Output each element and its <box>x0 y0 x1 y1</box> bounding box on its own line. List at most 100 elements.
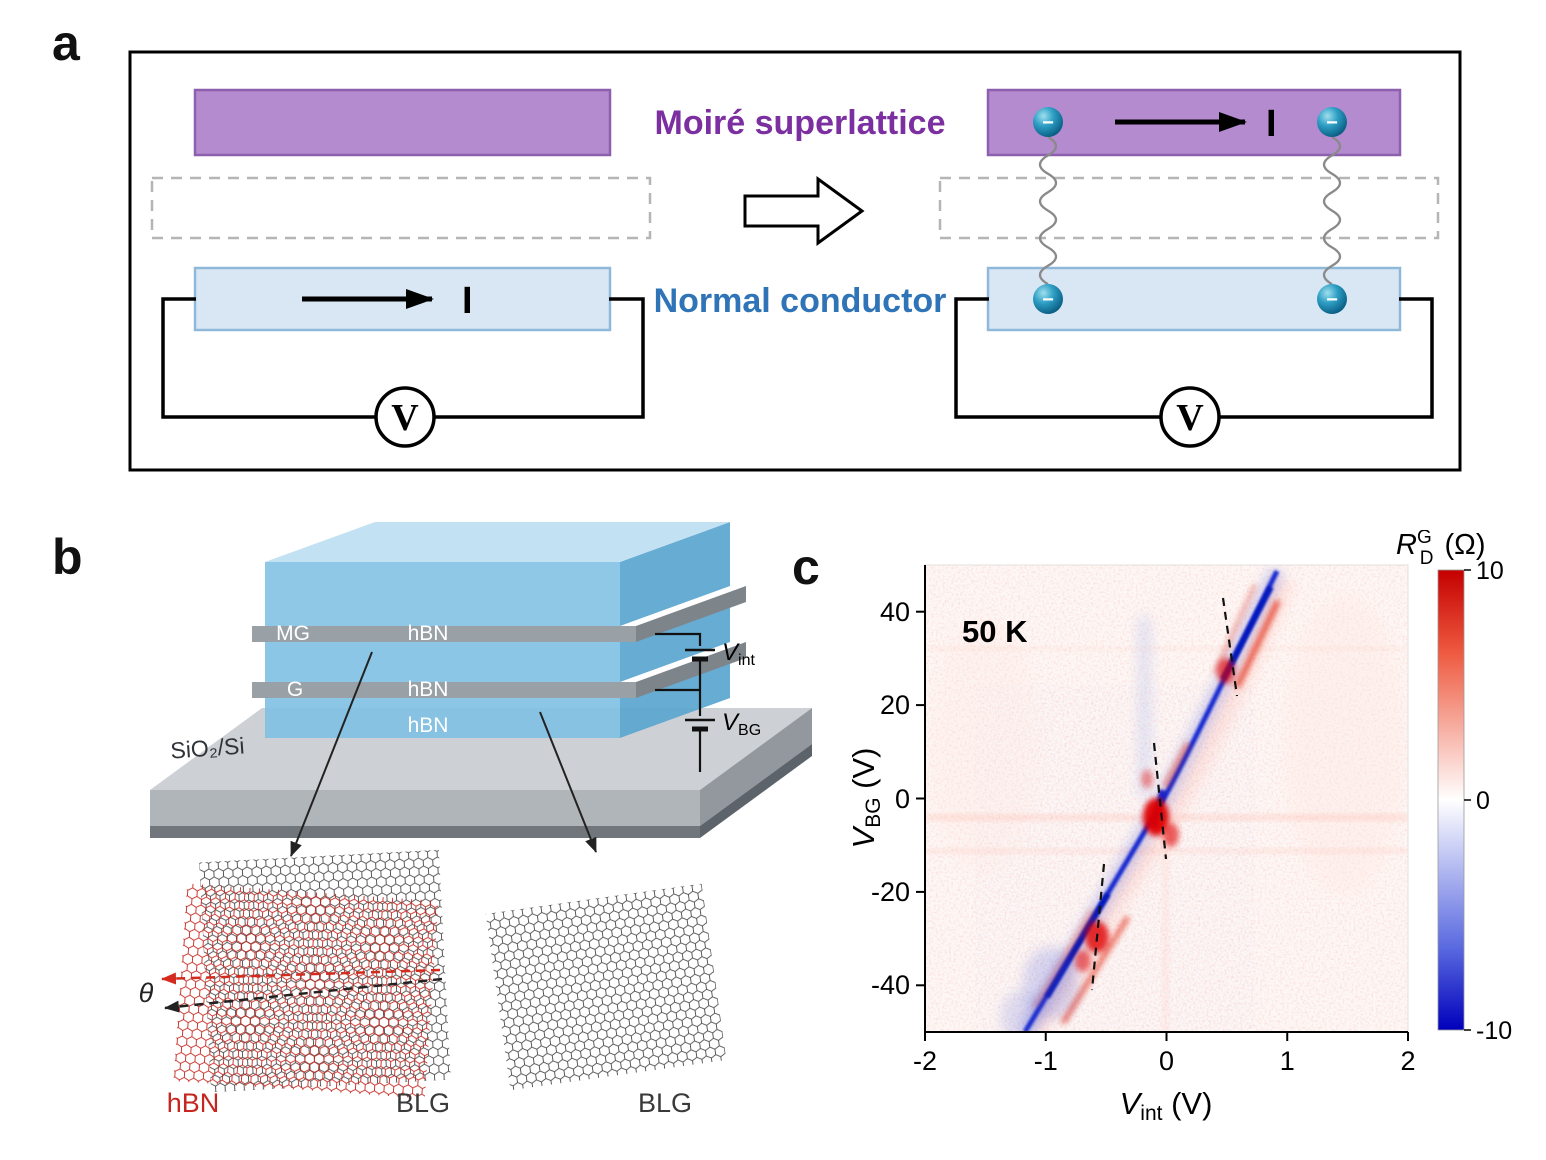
panel-c-label: c <box>792 539 820 595</box>
panel-a-schematic: I V Moiré superlattice Normal conductor … <box>128 50 1462 472</box>
positive-hotspot <box>1163 823 1179 847</box>
colorbar <box>1437 569 1465 1031</box>
colorbar-tick-labels: 10 0 -10 <box>1476 557 1512 1045</box>
y-tick-label: 20 <box>880 690 910 720</box>
vint-label: Vint <box>722 639 755 669</box>
cb-tick-label: 10 <box>1476 557 1504 585</box>
x-tick-label: 2 <box>1400 1046 1415 1076</box>
pointer-arrow-right <box>539 711 597 853</box>
y-tick-label: 0 <box>895 784 910 814</box>
hbn-slab-bottom <box>265 698 620 738</box>
panel-a-label: a <box>52 15 80 71</box>
substrate-label: SiO₂/Si <box>170 732 246 763</box>
lattice-blg-right <box>485 883 727 1091</box>
voltmeter-left <box>374 386 436 448</box>
panel-a-frame <box>128 50 1462 472</box>
electron-icon <box>1033 284 1063 314</box>
graphene-sheet-g <box>252 682 636 698</box>
y-tick-label: -20 <box>871 877 910 907</box>
cb-tick-label: 0 <box>1476 787 1490 815</box>
twist-axis-blg-arrow <box>164 977 443 1013</box>
positive-flank <box>1060 915 1131 1025</box>
electron-icon <box>1317 284 1347 314</box>
circuit-wire-left-b <box>434 297 645 419</box>
current-label-right: I <box>1266 103 1277 145</box>
electron-icon <box>1317 107 1347 137</box>
pointer-arrow-left <box>290 651 373 857</box>
dashed-guide-line <box>1152 742 1168 860</box>
voltmeter-right-label: V <box>1176 397 1204 439</box>
heatmap-features <box>925 567 1408 1032</box>
electron-icon <box>1033 107 1063 137</box>
hbn-slab-top <box>265 562 620 626</box>
layer-label-g: G <box>287 678 303 701</box>
electrons: − − − − <box>1033 107 1347 314</box>
transition-block-arrow <box>743 176 865 246</box>
voltmeter-left-label: V <box>391 397 419 439</box>
lattice-label-blg-right: BLG <box>638 1088 692 1118</box>
layer-label-hbn-mid: hBN <box>408 678 449 701</box>
panel-c-heatmap: 50 K 40 20 0 -20 -40 -2 -1 0 1 2 Vi <box>850 530 1512 1125</box>
svg-text:−: − <box>1042 289 1054 311</box>
positive-flank <box>1162 741 1191 789</box>
x-tick-label: 1 <box>1280 1046 1295 1076</box>
cb-tick-label: -10 <box>1476 1017 1512 1045</box>
circuit-wire-left-a <box>161 297 376 419</box>
positive-hotspot <box>1217 658 1235 684</box>
y-tick-labels: 40 20 0 -20 -40 <box>871 597 910 1000</box>
positive-flank <box>1234 599 1281 689</box>
positive-hotspot-origin <box>1143 798 1169 836</box>
svg-text:−: − <box>1326 112 1338 134</box>
vertical-streak <box>1163 810 1168 1032</box>
voltmeter-right <box>1159 386 1221 448</box>
pale-blue-vertical-streak <box>1138 617 1151 797</box>
y-tick-label: -40 <box>871 970 910 1000</box>
interlayer-dashed-right <box>938 176 1440 240</box>
normal-conductor-label: Normal conductor <box>654 282 947 320</box>
graphene-sheet-mg <box>252 626 636 642</box>
panel-b-device: SiO₂/Si MG hBN G hBN hBN <box>139 522 812 1118</box>
positive-hotspot <box>1075 950 1091 972</box>
twist-angle-label: θ <box>139 978 154 1008</box>
coulomb-spring-right <box>1322 136 1342 286</box>
dashed-guide-line <box>1221 597 1239 697</box>
lattice-hbn-red <box>173 883 439 1099</box>
temperature-label: 50 K <box>962 614 1028 649</box>
x-tick-label: 0 <box>1159 1046 1174 1076</box>
circuit-wire-right-b <box>1219 297 1434 419</box>
x-axis-label: Vint (V) <box>1120 1086 1213 1125</box>
moire-superlattice-label: Moiré superlattice <box>655 104 946 142</box>
current-label-left: I <box>462 280 473 322</box>
circuit-wire-right-a <box>954 297 1161 419</box>
bias-circuit <box>655 632 715 772</box>
device-stack: MG hBN G hBN hBN <box>252 522 746 738</box>
positive-hotspot <box>1141 770 1153 788</box>
heatmap-plot-area <box>925 565 1408 1032</box>
panel-b-label: b <box>52 529 83 585</box>
twist-axis-hbn-arrow <box>161 968 441 985</box>
svg-text:−: − <box>1042 112 1054 134</box>
axes <box>916 565 1409 1041</box>
layer-label-hbn-bottom: hBN <box>408 714 449 737</box>
negative-haze <box>1023 947 1079 1019</box>
layer-label-hbn-top: hBN <box>408 622 449 645</box>
colorbar-ticks <box>1464 569 1471 1031</box>
interlayer-dashed-left <box>150 176 652 240</box>
hbn-slab-middle <box>265 642 620 682</box>
lattice-label-blg-left: BLG <box>396 1088 450 1118</box>
negative-haze <box>1001 991 1041 1032</box>
x-tick-label: -1 <box>1034 1046 1058 1076</box>
svg-text:−: − <box>1326 289 1338 311</box>
y-tick-label: 40 <box>880 597 910 627</box>
coulomb-spring-left <box>1038 136 1058 286</box>
moire-layer-left <box>193 88 612 157</box>
dashed-guide-line <box>1090 863 1106 991</box>
x-tick-label: -2 <box>913 1046 937 1076</box>
x-tick-labels: -2 -1 0 1 2 <box>913 1046 1416 1076</box>
y-axis-label: VBG (V) <box>850 748 885 849</box>
vbg-label: VBG <box>722 709 761 739</box>
horizontal-streak <box>925 647 1408 650</box>
layer-label-mg: MG <box>276 622 310 645</box>
